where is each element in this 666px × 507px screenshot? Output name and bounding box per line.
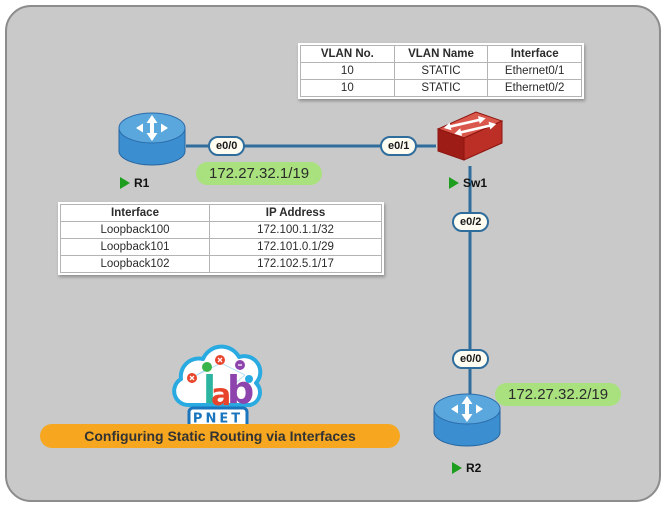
interface-label-r2-e0-0: e0/0	[452, 349, 490, 369]
column-header: IP Address	[209, 204, 382, 222]
column-header: VLAN Name	[393, 45, 489, 63]
logo-letter-l: l	[203, 368, 216, 412]
table-cell: Ethernet0/2	[487, 79, 582, 97]
play-icon	[449, 177, 459, 189]
logo-name-text: PNET	[193, 412, 243, 427]
table-cell: Ethernet0/1	[487, 62, 582, 80]
node-label-r1: R1	[120, 176, 149, 190]
interface-label-sw1-e0-2: e0/2	[452, 212, 490, 232]
router-arrows-icon	[136, 115, 168, 141]
logo-letter-a: a	[211, 378, 231, 413]
interface-label-sw1-e0-1: e0/1	[380, 136, 418, 156]
interface-label-r1-e0-0: e0/0	[208, 136, 246, 156]
table-cell: Loopback101	[60, 238, 210, 256]
node-name: R1	[134, 176, 150, 190]
title-banner: Configuring Static Routing via Interface…	[40, 424, 400, 448]
table-cell: Loopback100	[60, 221, 210, 239]
table-cell: 172.101.0.1/29	[209, 238, 382, 256]
table-cell: 10	[300, 79, 395, 97]
node-label-r2: R2	[452, 461, 481, 475]
table-cell: 172.100.1.1/32	[209, 221, 382, 239]
table-cell: STATIC	[393, 79, 489, 97]
play-icon	[452, 462, 462, 474]
logo-node-glyphs	[189, 357, 242, 381]
column-header: Interface	[60, 204, 210, 222]
node-name: Sw1	[463, 176, 488, 190]
node-label-sw1: Sw1	[449, 176, 487, 190]
logo-letter-b: b	[227, 368, 254, 412]
switch-icon-sw1[interactable]	[434, 107, 506, 167]
router-arrows-icon	[451, 396, 483, 422]
logo-lab-text: l a b	[203, 368, 254, 413]
node-name: R2	[466, 461, 482, 475]
pnetlab-logo: l a b PNET	[172, 344, 263, 429]
ip-label-r1: 172.27.32.1/19	[196, 162, 323, 185]
table-cell: Loopback102	[60, 255, 210, 273]
play-icon	[120, 177, 130, 189]
table-cell: 172.102.5.1/17	[209, 255, 382, 273]
column-header: VLAN No.	[300, 45, 395, 63]
router-icon-r1[interactable]	[117, 111, 187, 168]
switch-arrows-icon	[443, 115, 497, 137]
table-cell: STATIC	[393, 62, 489, 80]
router-icon-r2[interactable]	[432, 392, 502, 449]
column-header: Interface	[487, 45, 582, 63]
logo-node-icon	[202, 362, 212, 372]
logo-node-icon	[245, 375, 253, 383]
ip-label-r2: 172.27.32.2/19	[495, 383, 622, 406]
table-cell: 10	[300, 62, 395, 80]
